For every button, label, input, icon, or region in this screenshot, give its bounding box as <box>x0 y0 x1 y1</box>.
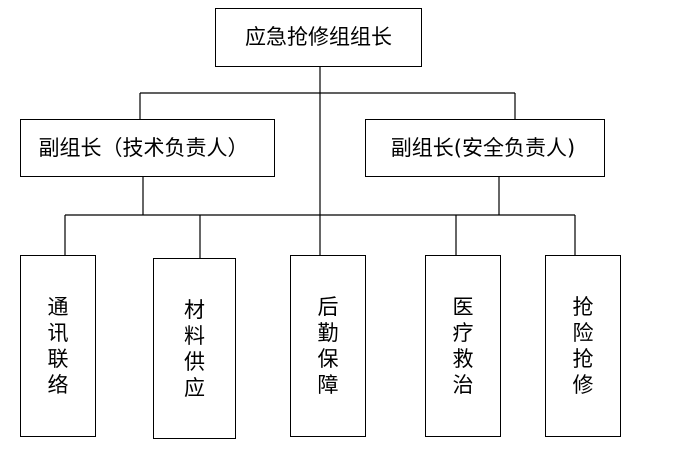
root-node-label: 应急抢修组组长 <box>245 25 392 49</box>
team-node-materials: 材料供应 <box>153 258 236 439</box>
team-node-rescue: 抢险抢修 <box>545 255 621 437</box>
team-node-medical-label: 医疗救治 <box>452 295 474 397</box>
team-node-materials-label: 材料供应 <box>184 297 205 400</box>
team-node-rescue-label: 抢险抢修 <box>572 295 594 397</box>
deputy-node-technical: 副组长（技术负责人） <box>20 119 275 177</box>
team-node-communication-label: 通讯联络 <box>47 295 69 397</box>
deputy-node-safety-label: 副组长(安全负责人) <box>390 135 576 160</box>
team-node-logistics: 后勤保障 <box>290 255 366 437</box>
deputy-node-technical-label: 副组长（技术负责人） <box>38 135 249 160</box>
team-node-logistics-label: 后勤保障 <box>317 295 339 397</box>
team-node-communication: 通讯联络 <box>20 255 96 437</box>
team-node-medical: 医疗救治 <box>425 255 501 437</box>
root-node: 应急抢修组组长 <box>215 8 422 67</box>
deputy-node-safety: 副组长(安全负责人) <box>365 119 605 177</box>
